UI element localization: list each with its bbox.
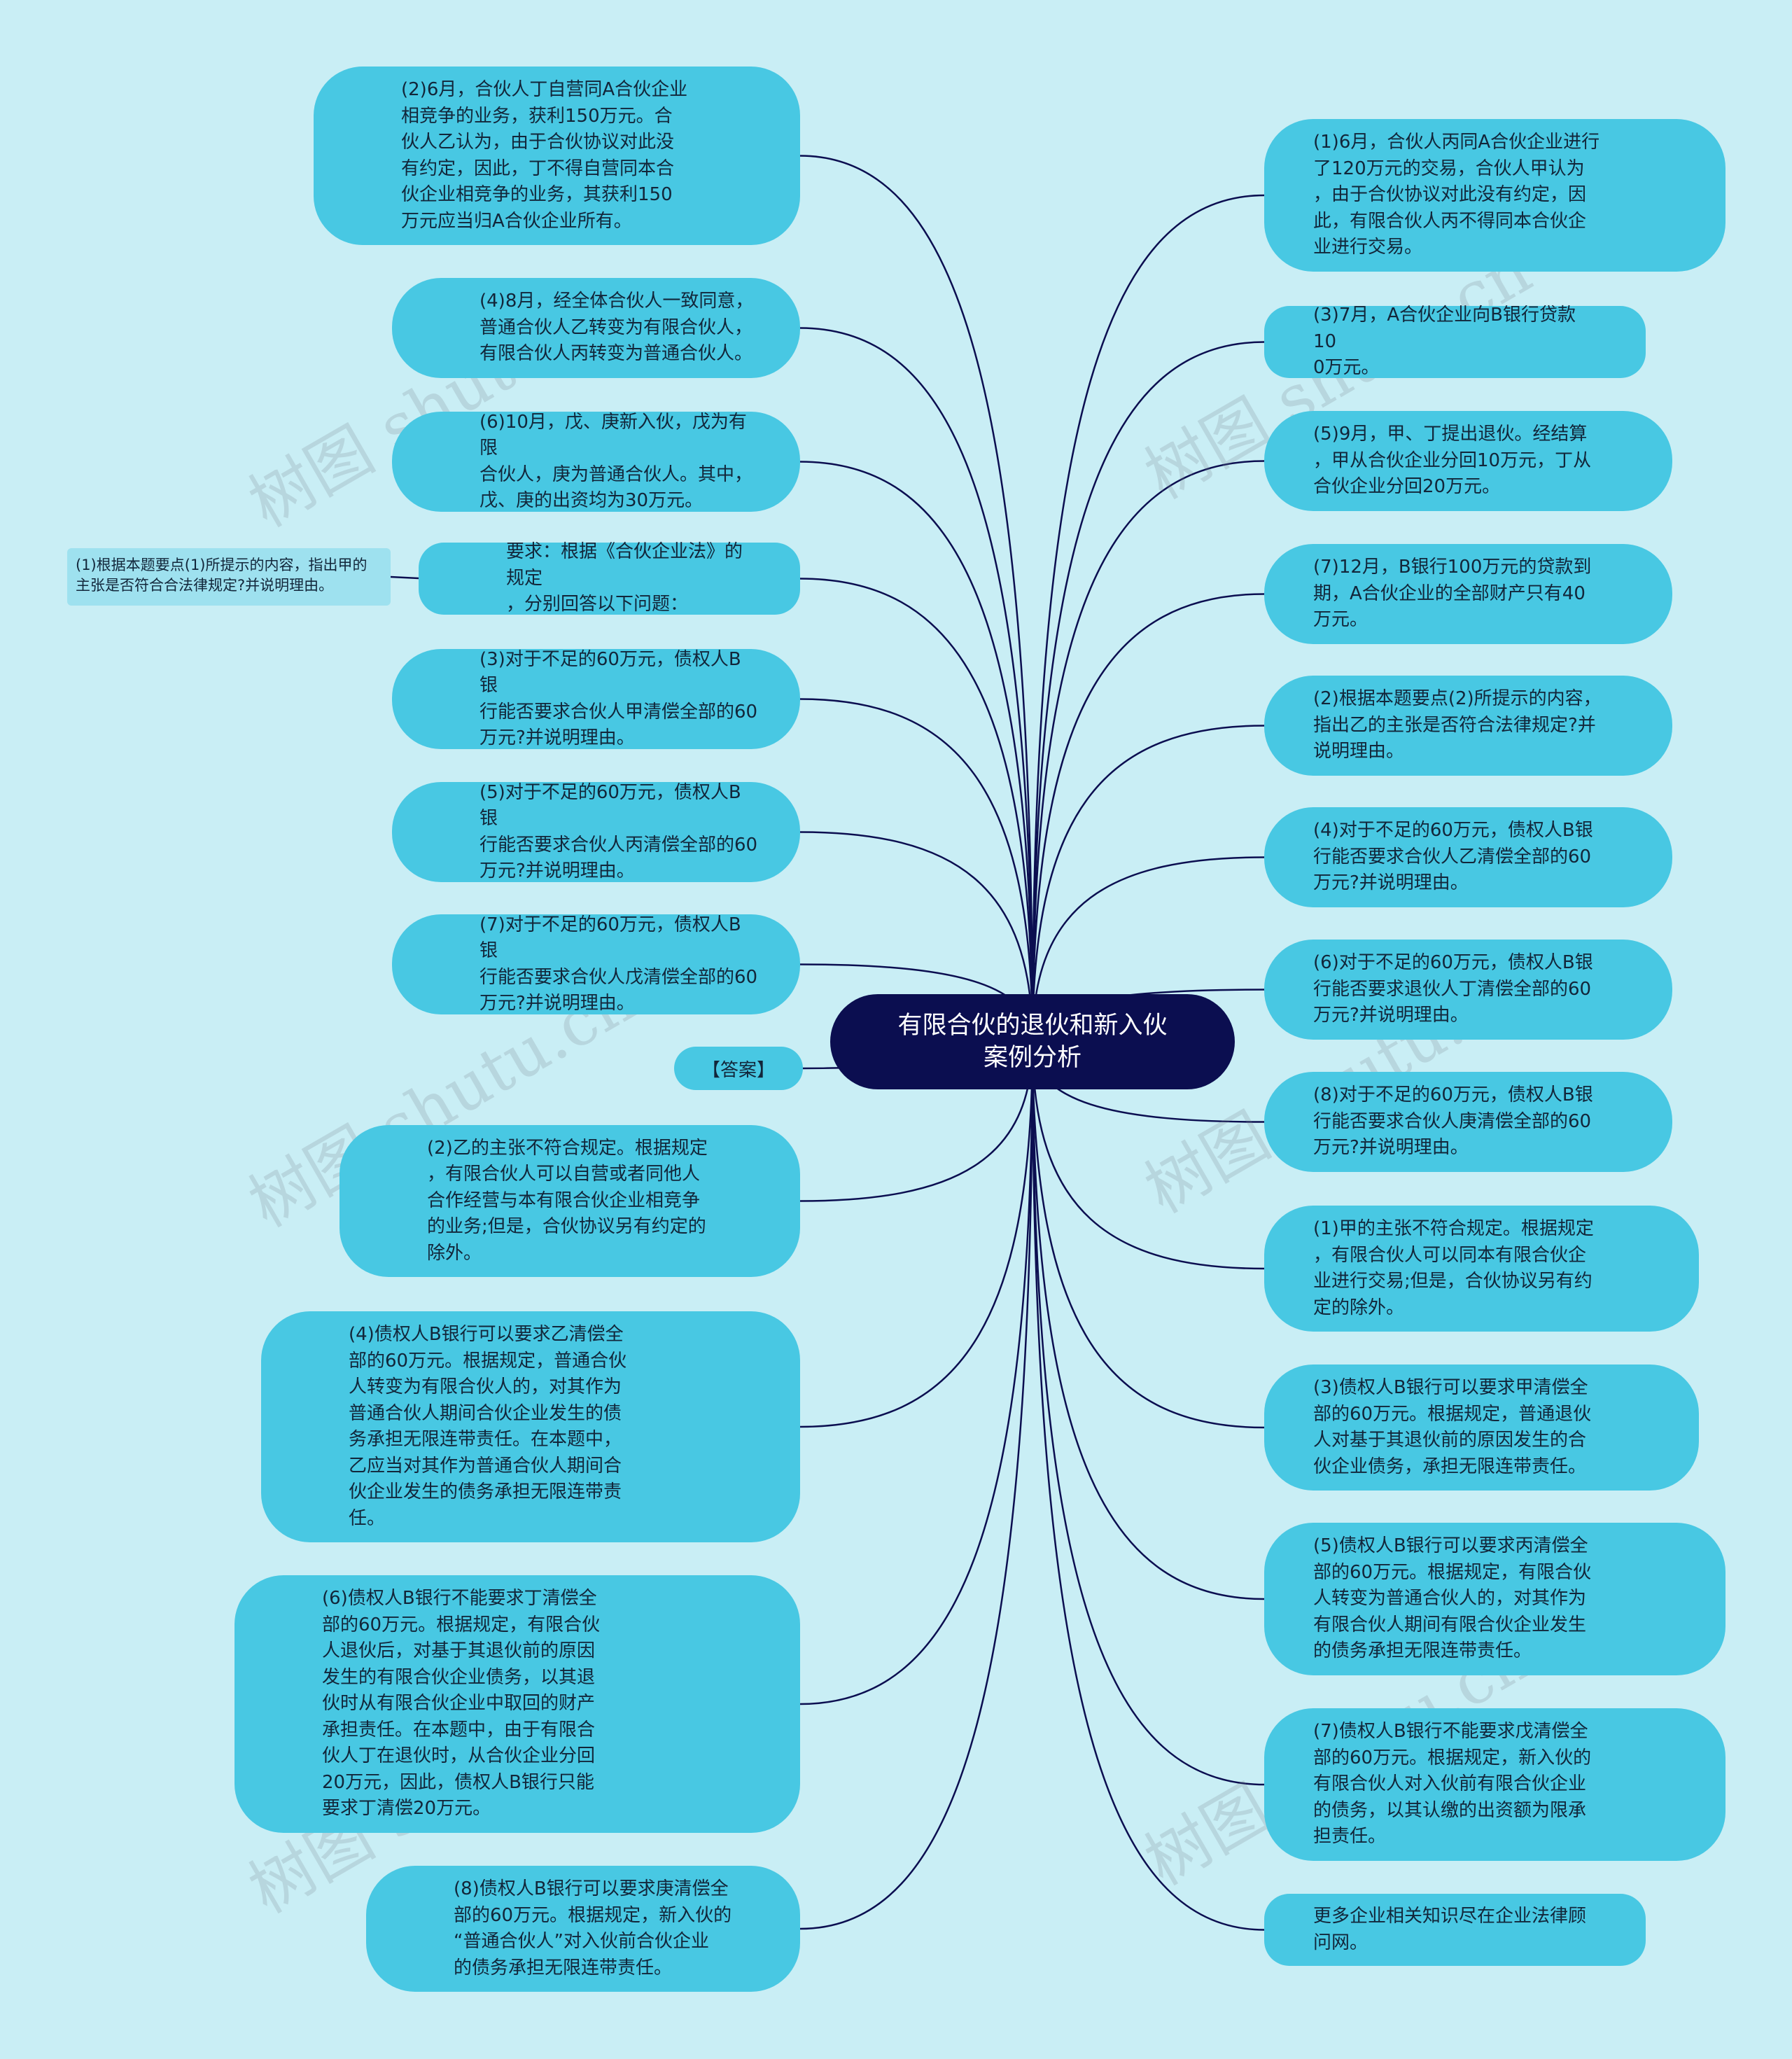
left-node[interactable]: (3)对于不足的60万元，债权人B银 行能否要求合伙人甲清偿全部的60 万元?并… <box>392 649 800 749</box>
node-text: (7)12月，B银行100万元的贷款到 期，A合伙企业的全部财产只有40 万元。 <box>1313 557 1592 631</box>
node-text: (3)债权人B银行可以要求甲清偿全 部的60万元。根据规定，普通退伙 人对基于其… <box>1313 1377 1592 1477</box>
left-node[interactable]: (4)8月，经全体合伙人一致同意， 普通合伙人乙转变为有限合伙人， 有限合伙人丙… <box>392 278 800 378</box>
connector-line <box>1031 1041 1265 1931</box>
node-text: (8)对于不足的60万元，债权人B银 行能否要求合伙人庚清偿全部的60 万元?并… <box>1313 1084 1593 1159</box>
node-text: (7)债权人B银行不能要求戊清偿全 部的60万元。根据规定，新入伙的 有限合伙人… <box>1313 1721 1592 1848</box>
node-text: (8)债权人B银行可以要求庚清偿全 部的60万元。根据规定，新入伙的 “普通合伙… <box>454 1878 732 1978</box>
right-node[interactable]: (5)9月，甲、丁提出退伙。经结算 ，甲从合伙企业分回10万元，丁从 合伙企业分… <box>1264 411 1672 511</box>
node-text: (1)甲的主张不符合规定。根据规定 ，有限合伙人可以同本有限合伙企 业进行交易;… <box>1313 1218 1594 1318</box>
node-text: (6)债权人B银行不能要求丁清偿全 部的60万元。根据规定，有限合伙 人退伙后，… <box>322 1588 601 1820</box>
left-node[interactable]: (2)6月，合伙人丁自营同A合伙企业 相竞争的业务，获利150万元。合 伙人乙认… <box>314 67 800 245</box>
connector-line <box>799 155 1034 1042</box>
right-node[interactable]: (3)7月，A合伙企业向B银行贷款10 0万元。 <box>1264 305 1646 378</box>
requirement-note[interactable]: (1)根据本题要点(1)所提示的内容，指出甲的 主张是否符合合法律规定?并说明理… <box>67 548 391 606</box>
left-node[interactable]: (8)债权人B银行可以要求庚清偿全 部的60万元。根据规定，新入伙的 “普通合伙… <box>366 1866 800 1992</box>
node-text: (5)债权人B银行可以要求丙清偿全 部的60万元。根据规定，有限合伙 人转变为普… <box>1313 1535 1592 1662</box>
connector-line <box>799 327 1034 1042</box>
right-node[interactable]: (6)对于不足的60万元，债权人B银 行能否要求退伙人丁清偿全部的60 万元?并… <box>1264 940 1672 1040</box>
answer-node[interactable]: 【答案】 <box>674 1047 803 1090</box>
node-text: (7)对于不足的60万元，债权人B银 行能否要求合伙人戊清偿全部的60 万元?并… <box>479 914 758 1014</box>
left-node[interactable]: (6)债权人B银行不能要求丁清偿全 部的60万元。根据规定，有限合伙 人退伙后，… <box>234 1575 800 1833</box>
left-node[interactable]: 要求：根据《合伙企业法》的规定 ，分别回答以下问题： <box>419 541 800 615</box>
node-text: (3)7月，A合伙企业向B银行贷款10 0万元。 <box>1313 305 1576 379</box>
connector-line <box>1031 1041 1265 1600</box>
left-node[interactable]: (7)对于不足的60万元，债权人B银 行能否要求合伙人戊清偿全部的60 万元?并… <box>392 914 800 1014</box>
connector-line <box>1031 341 1265 1042</box>
node-text: (6)10月，戊、庚新入伙，戊为有限 合伙人，庚为普通合伙人。其中， 戊、庚的出… <box>479 411 753 512</box>
right-node[interactable]: (8)对于不足的60万元，债权人B银 行能否要求合伙人庚清偿全部的60 万元?并… <box>1264 1072 1672 1172</box>
connector-line <box>1031 1041 1265 1270</box>
node-text: (4)债权人B银行可以要求乙清偿全 部的60万元。根据规定，普通合伙 人转变为有… <box>349 1324 627 1529</box>
node-text: (2)6月，合伙人丁自营同A合伙企业 相竞争的业务，获利150万元。合 伙人乙认… <box>401 79 688 232</box>
right-node[interactable]: (7)12月，B银行100万元的贷款到 期，A合伙企业的全部财产只有40 万元。 <box>1264 544 1672 644</box>
right-node[interactable]: (2)根据本题要点(2)所提示的内容， 指出乙的主张是否符合法律规定?并 说明理… <box>1264 676 1672 776</box>
left-node[interactable]: (6)10月，戊、庚新入伙，戊为有限 合伙人，庚为普通合伙人。其中， 戊、庚的出… <box>392 412 800 512</box>
right-node[interactable]: (1)6月，合伙人丙同A合伙企业进行 了120万元的交易，合伙人甲认为 ，由于合… <box>1264 119 1726 272</box>
node-text: (5)9月，甲、丁提出退伙。经结算 ，甲从合伙企业分回10万元，丁从 合伙企业分… <box>1313 424 1592 498</box>
right-node[interactable]: (5)债权人B银行可以要求丙清偿全 部的60万元。根据规定，有限合伙 人转变为普… <box>1264 1523 1726 1675</box>
connector-line <box>1031 460 1265 1042</box>
connector-line <box>799 461 1034 1042</box>
connector-line <box>799 1041 1034 1930</box>
connector-line <box>1031 1041 1265 1786</box>
node-text: (4)对于不足的60万元，债权人B银 行能否要求合伙人乙清偿全部的60 万元?并… <box>1313 820 1593 894</box>
node-text: (6)对于不足的60万元，债权人B银 行能否要求退伙人丁清偿全部的60 万元?并… <box>1313 952 1593 1026</box>
connector-line <box>1031 194 1265 1042</box>
node-text: 要求：根据《合伙企业法》的规定 ，分别回答以下问题： <box>506 541 743 615</box>
node-text: (1)6月，合伙人丙同A合伙企业进行 了120万元的交易，合伙人甲认为 ，由于合… <box>1313 132 1600 258</box>
connector-line <box>799 698 1034 1042</box>
connector-line <box>1031 725 1265 1042</box>
left-node[interactable]: (2)乙的主张不符合规定。根据规定 ，有限合伙人可以自营或者同他人 合作经营与本… <box>340 1125 800 1277</box>
node-text: (2)根据本题要点(2)所提示的内容， 指出乙的主张是否符合法律规定?并 说明理… <box>1313 688 1602 762</box>
right-node[interactable]: (7)债权人B银行不能要求戊清偿全 部的60万元。根据规定，新入伙的 有限合伙人… <box>1264 1708 1726 1861</box>
right-node[interactable]: (1)甲的主张不符合规定。根据规定 ，有限合伙人可以同本有限合伙企 业进行交易;… <box>1264 1206 1699 1332</box>
central-topic-title: 有限合伙的退伙和新入伙 案例分析 <box>897 1012 1168 1072</box>
connector-line <box>1031 1041 1265 1429</box>
node-text: 更多企业相关知识尽在企业法律顾 问网。 <box>1313 1906 1587 1953</box>
right-node[interactable]: (3)债权人B银行可以要求甲清偿全 部的60万元。根据规定，普通退伙 人对基于其… <box>1264 1364 1699 1491</box>
connector-line <box>799 578 1034 1042</box>
right-node[interactable]: 更多企业相关知识尽在企业法律顾 问网。 <box>1264 1894 1646 1966</box>
connector-line <box>799 1041 1034 1428</box>
node-text: (2)乙的主张不符合规定。根据规定 ，有限合伙人可以自营或者同他人 合作经营与本… <box>427 1137 708 1264</box>
left-node[interactable]: (4)债权人B银行可以要求乙清偿全 部的60万元。根据规定，普通合伙 人转变为有… <box>261 1311 800 1542</box>
node-text: (4)8月，经全体合伙人一致同意， 普通合伙人乙转变为有限合伙人， 有限合伙人丙… <box>479 291 754 365</box>
connector-line <box>799 1041 1034 1705</box>
central-topic[interactable]: 有限合伙的退伙和新入伙 案例分析 <box>830 994 1235 1089</box>
left-node[interactable]: (5)对于不足的60万元，债权人B银 行能否要求合伙人丙清偿全部的60 万元?并… <box>392 782 800 882</box>
connector-line <box>1031 593 1265 1042</box>
connector-line <box>799 831 1034 1042</box>
right-node[interactable]: (4)对于不足的60万元，债权人B银 行能否要求合伙人乙清偿全部的60 万元?并… <box>1264 807 1672 907</box>
connector-line <box>1031 856 1265 1042</box>
node-text: (3)对于不足的60万元，债权人B银 行能否要求合伙人甲清偿全部的60 万元?并… <box>479 648 758 749</box>
node-text: (5)对于不足的60万元，债权人B银 行能否要求合伙人丙清偿全部的60 万元?并… <box>479 781 758 882</box>
connector-line <box>390 575 419 580</box>
